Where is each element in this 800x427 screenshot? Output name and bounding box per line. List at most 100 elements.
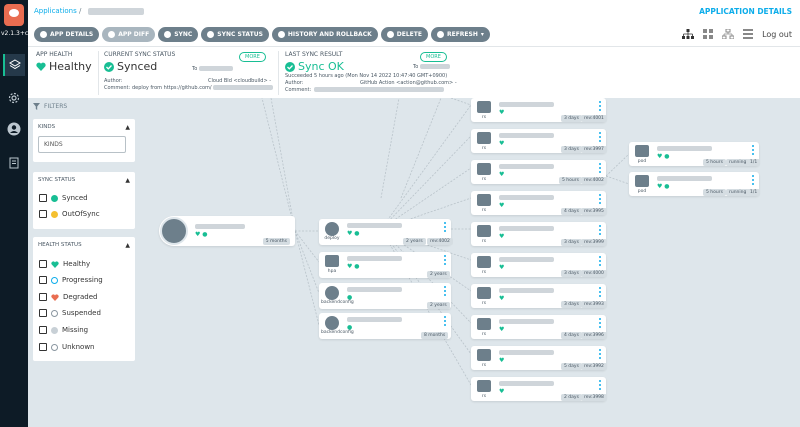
pod-status-tag: running xyxy=(726,159,750,166)
filter-missing[interactable]: Missing xyxy=(39,326,88,334)
pod-kind: pod xyxy=(637,189,647,194)
node-menu-icon[interactable] xyxy=(599,380,601,390)
resource-name-redacted xyxy=(499,164,554,169)
redacted-comment xyxy=(314,87,444,92)
deploy-node[interactable]: deploy ♥ ● 2 years rev:4002 xyxy=(319,219,453,245)
filter-unknown[interactable]: Unknown xyxy=(39,343,95,351)
checkbox[interactable] xyxy=(39,293,47,301)
sync-button[interactable]: SYNC xyxy=(158,27,199,42)
info-icon xyxy=(207,31,215,38)
node-menu-icon[interactable] xyxy=(599,132,601,142)
node-menu-icon[interactable] xyxy=(444,316,446,326)
sync-status-icon: ● xyxy=(347,294,353,301)
resource-tree-canvas[interactable]: ♥ ● 5 months deploy ♥ ● 2 years rev:4002… xyxy=(141,98,800,427)
node-menu-icon[interactable] xyxy=(599,225,601,235)
kinds-title: KINDS xyxy=(38,124,56,130)
node-menu-icon[interactable] xyxy=(444,286,446,296)
filter-outofsync[interactable]: OutOfSync xyxy=(39,210,100,218)
node-menu-icon[interactable] xyxy=(752,175,754,185)
collapse-caret-icon[interactable]: ▲ xyxy=(125,124,130,131)
rs-kind: rs xyxy=(481,394,487,399)
checkbox[interactable] xyxy=(39,309,47,317)
heart-icon: ♥ xyxy=(499,202,505,209)
node-menu-icon[interactable] xyxy=(599,194,601,204)
sync-status-title: SYNC STATUS xyxy=(38,177,76,183)
node-menu-icon[interactable] xyxy=(599,256,601,266)
checkbox[interactable] xyxy=(39,276,47,284)
filter-progressing[interactable]: Progressing xyxy=(39,276,103,284)
filter-synced[interactable]: Synced xyxy=(39,194,88,202)
nav-settings[interactable] xyxy=(3,87,25,109)
node-menu-icon[interactable] xyxy=(599,163,601,173)
list-view-icon[interactable] xyxy=(742,28,754,40)
version-label: v2.1.3+c xyxy=(1,30,29,37)
checkbox[interactable] xyxy=(39,260,47,268)
breadcrumb-applications-link[interactable]: Applications xyxy=(34,7,77,15)
last-sync-more-button[interactable]: MORE xyxy=(420,52,447,62)
revision-tag: rev:3992 xyxy=(581,363,607,370)
resource-name-redacted xyxy=(657,176,712,181)
app-diff-button[interactable]: APP DIFF xyxy=(102,27,156,42)
checkbox[interactable] xyxy=(39,194,47,202)
age-tag: 5 months xyxy=(262,238,290,245)
pods-view-icon[interactable] xyxy=(702,28,714,40)
node-menu-icon[interactable] xyxy=(599,318,601,328)
pod-ready-tag: 1/1 xyxy=(747,189,761,196)
argo-logo-icon[interactable] xyxy=(4,4,24,26)
filter-degraded[interactable]: Degraded xyxy=(39,293,98,301)
nav-applications[interactable] xyxy=(3,54,25,76)
application-node[interactable]: ♥ ● 5 months xyxy=(159,216,295,246)
collapse-caret-icon[interactable]: ▲ xyxy=(125,242,130,249)
node-menu-icon[interactable] xyxy=(599,349,601,359)
sync-icon xyxy=(164,31,172,38)
resource-name-redacted xyxy=(499,319,554,324)
replicaset-icon xyxy=(477,132,491,144)
node-menu-icon[interactable] xyxy=(752,145,754,155)
last-sync-to-label: To xyxy=(413,64,419,70)
app-health-text: Healthy xyxy=(49,60,92,73)
tree-view-icon[interactable] xyxy=(682,28,695,40)
node-menu-icon[interactable] xyxy=(599,287,601,297)
kinds-input[interactable]: KINDS xyxy=(38,136,126,153)
sync-status-button[interactable]: SYNC STATUS xyxy=(201,27,269,42)
refresh-button[interactable]: REFRESH▾ xyxy=(430,27,490,42)
history-rollback-button[interactable]: HISTORY AND ROLLBACK xyxy=(271,27,378,42)
toolbar: APP DETAILS APP DIFF SYNC SYNC STATUS HI… xyxy=(34,27,490,42)
checkbox[interactable] xyxy=(39,343,47,351)
node-menu-icon[interactable] xyxy=(599,101,601,111)
deploy-kind: deploy xyxy=(324,236,340,241)
network-view-icon[interactable] xyxy=(722,28,735,40)
delete-button[interactable]: DELETE xyxy=(380,27,428,42)
current-sync-more-button[interactable]: MORE xyxy=(239,52,266,62)
backendconfig-node[interactable]: backendconfig ● 8 months xyxy=(319,313,451,339)
hpa-node[interactable]: hpa ♥ ● 2 years xyxy=(319,252,451,278)
nav-docs[interactable] xyxy=(3,152,25,174)
history-label: HISTORY AND ROLLBACK xyxy=(287,31,372,38)
backendconfig-node[interactable]: backendconfig ● 2 years xyxy=(319,283,451,309)
collapse-caret-icon[interactable]: ▲ xyxy=(125,177,130,184)
node-menu-icon[interactable] xyxy=(444,222,446,232)
nav-user-info[interactable] xyxy=(3,118,25,140)
current-sync-author: Cloud Bld <cloudbuild> - xyxy=(208,78,272,84)
checkbox[interactable] xyxy=(39,210,47,218)
last-sync-to: To xyxy=(413,64,450,70)
checkbox[interactable] xyxy=(39,326,47,334)
node-menu-icon[interactable] xyxy=(444,255,446,265)
logout-link[interactable]: Log out xyxy=(762,29,792,39)
app-details-button[interactable]: APP DETAILS xyxy=(34,27,100,42)
app-details-label: APP DETAILS xyxy=(50,31,94,38)
filter-suspended[interactable]: Suspended xyxy=(39,309,101,317)
filter-healthy[interactable]: Healthy xyxy=(39,260,90,268)
